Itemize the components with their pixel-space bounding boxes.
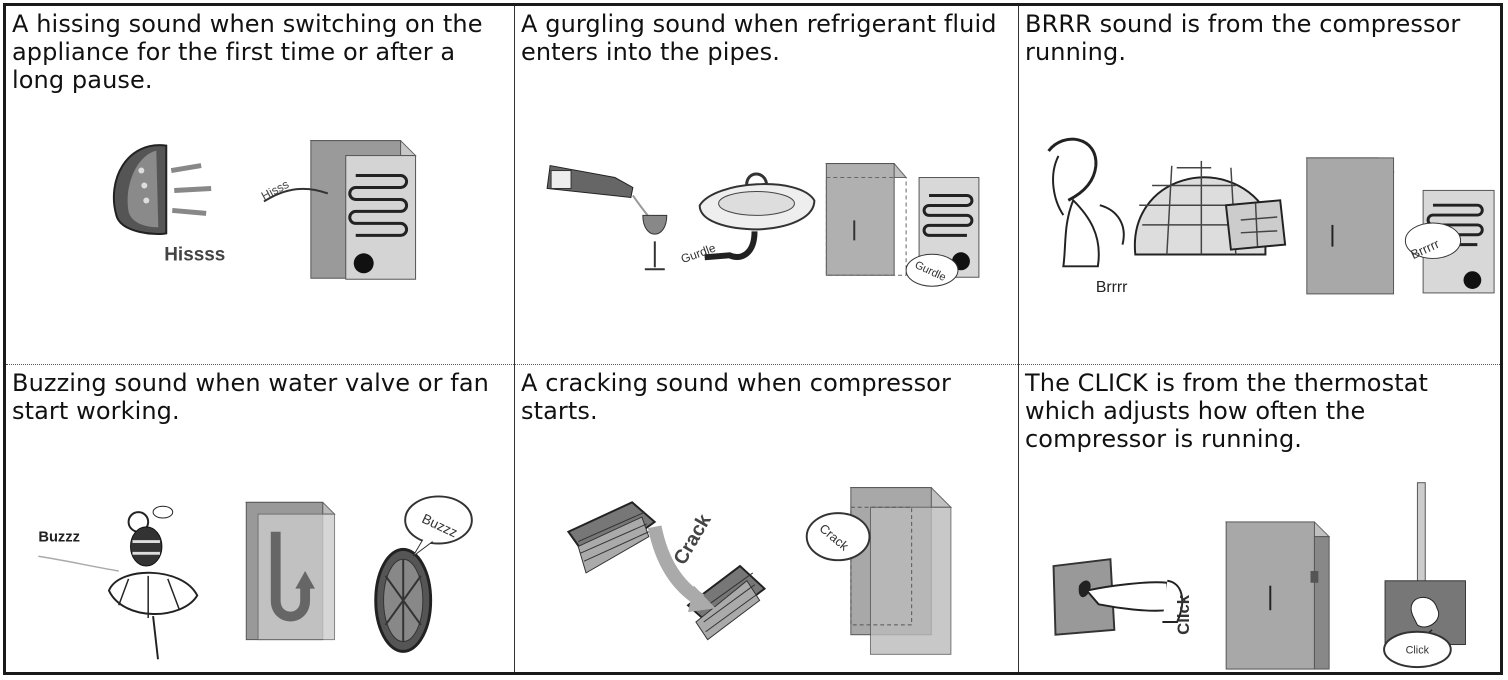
fan-icon: [374, 495, 473, 653]
sound-label-click-switch: Click: [1174, 594, 1193, 635]
caption-cracking: A cracking sound when compressor starts.: [521, 369, 951, 425]
wine-bottle-icon: [546, 164, 668, 271]
sound-label-crack-wood: Crack: [669, 510, 715, 568]
sound-label-hissss: Hissss: [164, 244, 225, 265]
igloo-icon: [1134, 160, 1287, 256]
fridge-coil-icon: [263, 140, 417, 280]
caption-click: The CLICK is from the thermostat which a…: [1025, 369, 1429, 453]
bee-icon: [107, 505, 199, 660]
fridge-icon: [805, 487, 953, 655]
cracking-illustration: Crack Crack: [566, 487, 953, 655]
fridge-icon: [825, 163, 980, 287]
cell-click: The CLICK is from the thermostat which a…: [1018, 365, 1500, 672]
switch-finger-icon: [1052, 558, 1184, 636]
hissing-illustration: Hissss Hisss: [112, 140, 417, 280]
cell-gurgling: A gurgling sound when refrigerant fluid …: [514, 6, 1018, 365]
caption-brrr: BRRR sound is from the compressor runnin…: [1025, 10, 1461, 66]
caption-buzzing: Buzzing sound when water valve or fan st…: [12, 369, 489, 425]
gurgling-illustration: Gurdle Gurdle: [546, 163, 980, 287]
fridge-airflow-icon: [245, 501, 336, 641]
cell-brrr: BRRR sound is from the compressor runnin…: [1018, 6, 1500, 365]
brrr-illustration: Brrrr Brrrrr: [1047, 137, 1495, 296]
sound-label-click-thermostat: Click: [1406, 644, 1430, 656]
caption-gurgling: A gurgling sound when refrigerant fluid …: [521, 10, 997, 66]
fridge-icon: [1305, 157, 1495, 295]
fridge-icon: [1224, 521, 1331, 670]
sink-icon: [698, 172, 816, 261]
cell-buzzing: Buzzing sound when water valve or fan st…: [6, 365, 514, 672]
fridge-sounds-table: A hissing sound when switching on the ap…: [3, 3, 1503, 675]
sound-label-brrrr: Brrrr: [1096, 279, 1128, 296]
wood-logs-icon: [566, 501, 767, 641]
sound-label-gurdle-sink: Gurdle: [679, 241, 718, 267]
iron-icon: [112, 144, 212, 235]
shivering-woman-icon: [1047, 137, 1125, 268]
caption-hissing: A hissing sound when switching on the ap…: [12, 10, 483, 94]
cell-cracking: A cracking sound when compressor starts.…: [514, 365, 1018, 672]
sound-label-buzzz-bee: Buzzz: [38, 530, 80, 546]
thermometer-icon: [1383, 482, 1466, 669]
cell-hissing: A hissing sound when switching on the ap…: [6, 6, 514, 365]
sound-label-hisss: Hisss: [259, 177, 291, 203]
buzzing-illustration: Buzzz: [38, 495, 473, 660]
click-illustration: Click Click: [1052, 482, 1466, 670]
